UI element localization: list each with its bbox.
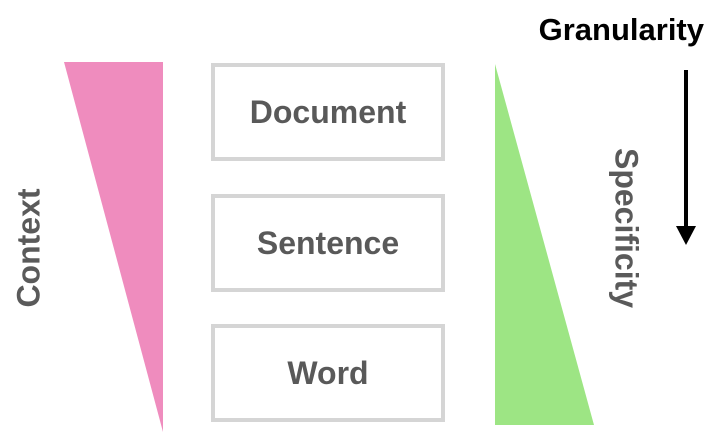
granularity-label: Granularity (538, 12, 704, 47)
level-label: Word (287, 354, 369, 391)
level-box-sentence: Sentence (211, 194, 445, 292)
level-box-word: Word (211, 324, 445, 422)
specificity-label: Specificity (608, 147, 645, 309)
level-label: Sentence (256, 224, 400, 261)
specificity-wedge (495, 64, 594, 425)
context-label: Context (10, 188, 47, 308)
granularity-arrow (676, 70, 696, 245)
level-box-document: Document (211, 63, 445, 161)
level-label: Document (249, 93, 407, 130)
context-wedge (64, 62, 163, 432)
